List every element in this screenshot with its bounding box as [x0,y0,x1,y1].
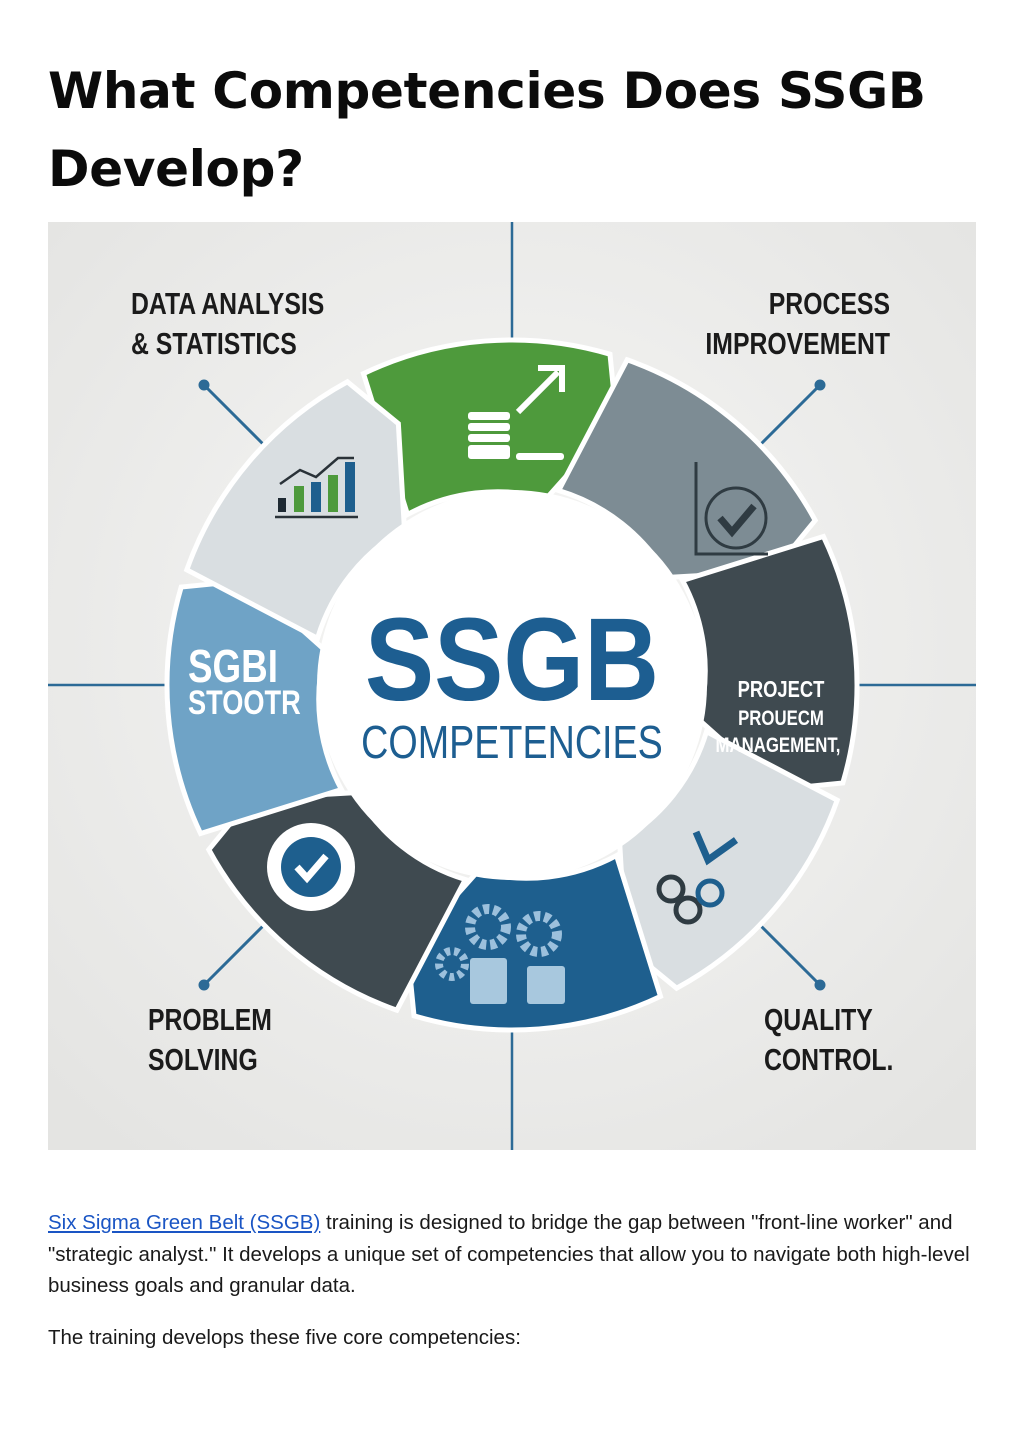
ssgb-competencies-infographic: SSGB COMPETENCIES DATA ANALYSIS & STATIS… [48,222,976,1150]
ssgb-link[interactable]: Six Sigma Green Belt (SSGB) [48,1211,321,1234]
connector-problem-solving [202,924,265,987]
segment-right-text-line3: MANAGEMENT, [716,734,841,757]
label-quality-control-line2: CONTROL. [764,1042,893,1076]
page-title: What Competencies Does SSGB Develop? [48,62,926,198]
intro-paragraph-text: training is designed to bridge the gap b… [48,1211,970,1297]
segment-project-management [678,533,860,793]
segment-right-text-line2: PROUECM [738,707,824,730]
segment-right-text-line1: PROJECT [738,677,825,702]
segment-chart-check [555,356,819,580]
connector-data-analysis [202,383,265,446]
quality-rings-icon [656,830,739,925]
connector-lines [198,379,826,991]
label-process-improvement-line2: IMPROVEMENT [705,326,890,360]
intro-paragraph: Six Sigma Green Belt (SSGB) training is … [48,1207,978,1302]
gears-blocks-icon [435,904,565,1004]
center-title: SSGB [365,593,659,726]
competencies-lead-in: The training develops these five core co… [48,1326,521,1349]
segment-left-text-line2: STOOTR [188,683,301,722]
segment-left-text-line1: SGBI [188,640,278,692]
connector-process-improvement [759,383,822,446]
label-problem-solving-line2: SOLVING [148,1042,258,1076]
label-data-analysis-line2: & STATISTICS [131,326,297,360]
label-process-improvement-line1: PROCESS [769,286,890,320]
checkmark-badge-icon [267,823,355,911]
segment-left [164,577,346,837]
label-problem-solving-line1: PROBLEM [148,1002,272,1036]
bar-chart-icon [275,456,358,519]
label-quality-control-line1: QUALITY [764,1002,873,1036]
data-stack-arrow-icon [468,365,565,460]
connector-quality-control [759,924,822,987]
chart-check-icon [694,462,768,556]
center-circle [317,490,707,880]
label-data-analysis-line1: DATA ANALYSIS [131,286,324,320]
segment-quality-control [617,728,841,992]
center-subtitle: COMPETENCIES [361,716,663,767]
